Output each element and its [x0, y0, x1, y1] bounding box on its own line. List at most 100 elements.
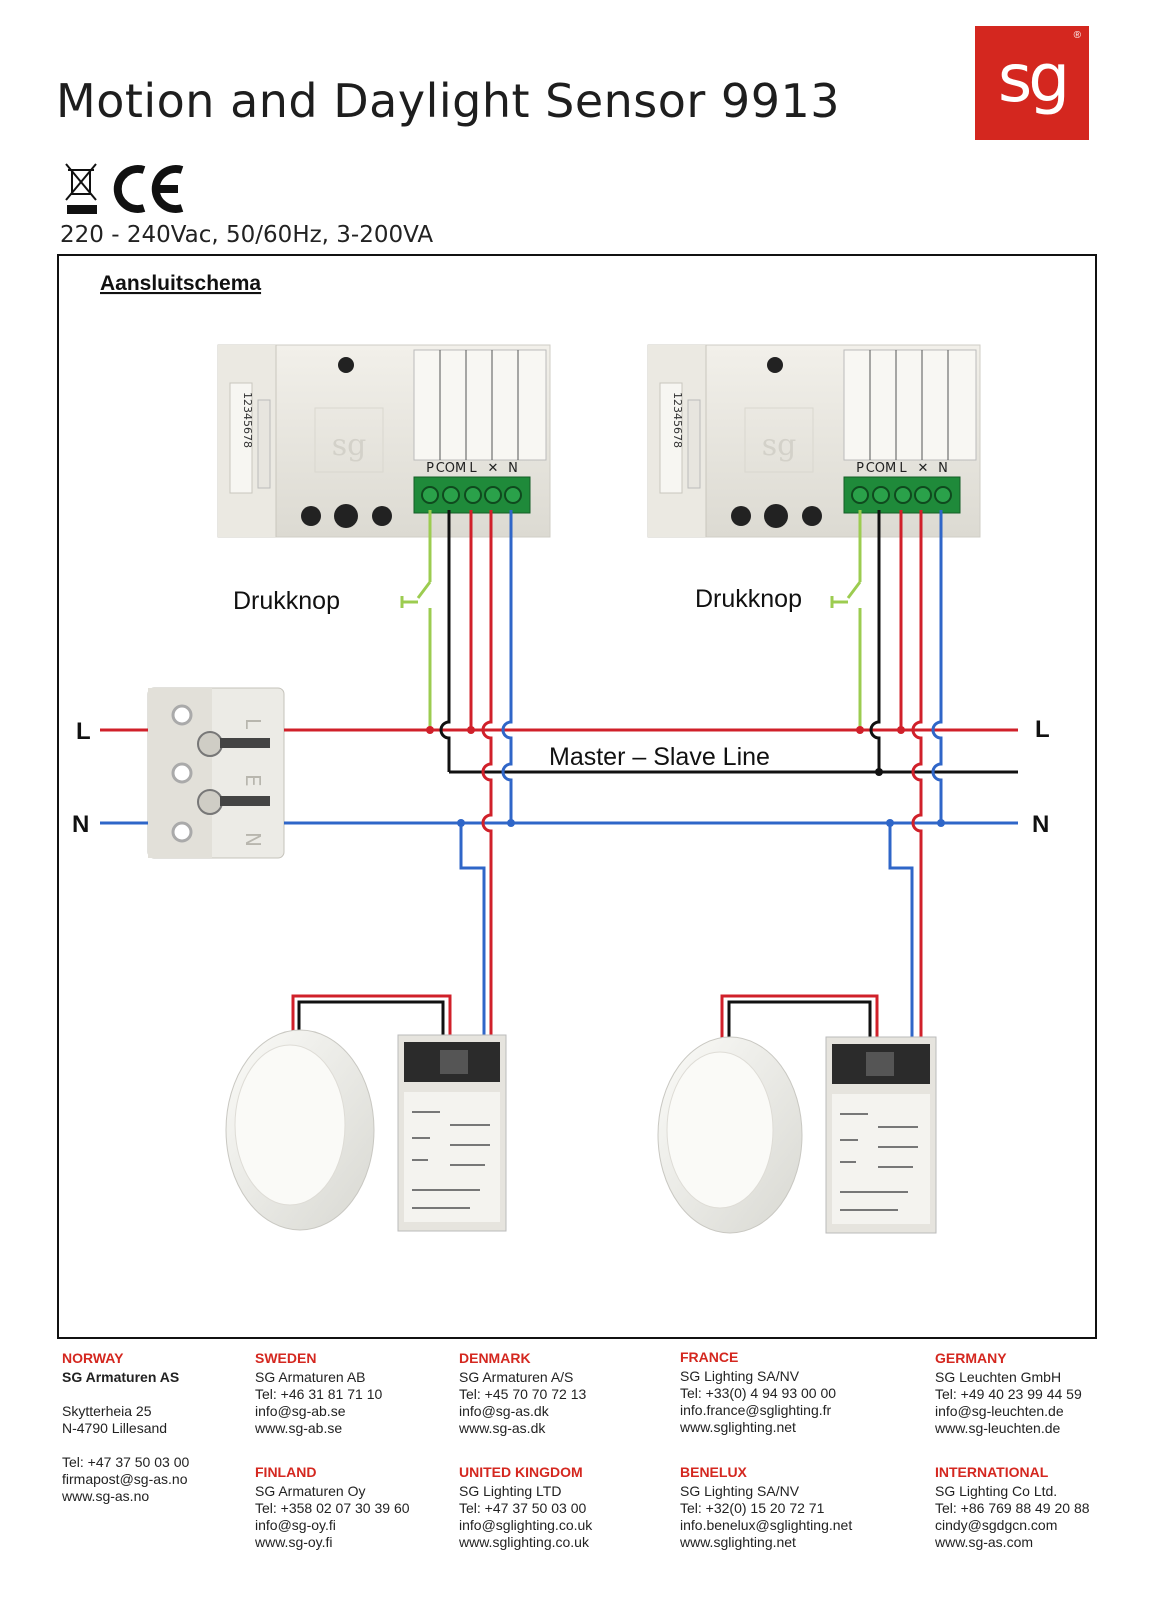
phone-line: Tel: +86 769 88 49 20 88	[935, 1500, 1090, 1516]
wiring-diagram: Aansluitschema 12345678 sg P COM L ✕ N	[57, 254, 1097, 1339]
contact-france: FRANCE SG Lighting SA/NV Tel: +33(0) 4 9…	[680, 1349, 836, 1436]
connector-letter-n: N	[241, 832, 265, 847]
screw-terminals-right	[851, 486, 952, 504]
dip-numbers: 12345678	[671, 392, 684, 448]
terminal-l-label: L	[899, 461, 907, 476]
connector-letter-l: L	[241, 718, 265, 730]
email-link[interactable]: info.france@sglighting.fr	[680, 1402, 832, 1418]
company-name: SG Armaturen A/S	[459, 1369, 574, 1385]
certification-symbols	[65, 163, 184, 214]
pushbutton-label-right: Drukknop	[695, 585, 802, 613]
weee-bin-icon	[65, 163, 97, 214]
right-sensor-wiring	[830, 510, 943, 1060]
sensor-brand-right: sg	[762, 428, 797, 463]
phone-line: Tel: +47 37 50 03 00	[62, 1454, 190, 1470]
connector-letter-e: E	[241, 774, 265, 787]
footer-contacts: NORWAY SG Armaturen AS Skytterheia 25 N-…	[0, 1346, 1165, 1598]
dip-numbers: 12345678	[241, 392, 254, 448]
terminal-n-label: N	[508, 461, 518, 476]
country-heading: FRANCE	[680, 1349, 739, 1365]
electrical-spec: 220 - 240Vac, 50/60Hz, 3-200VA	[60, 222, 434, 248]
address-line: Skytterheia 25	[62, 1403, 152, 1419]
email-link[interactable]: firmapost@sg-as.no	[62, 1471, 188, 1487]
terminal-labels-right: P COM L ✕ N	[856, 461, 948, 476]
ce-mark-icon	[113, 165, 184, 213]
company-name: SG Lighting SA/NV	[680, 1368, 800, 1384]
neutral-label-right: N	[1032, 811, 1049, 838]
junction-dots-left-live	[426, 726, 475, 734]
terminal-block-connector: L E N	[147, 687, 285, 859]
company-name: SG Armaturen Oy	[255, 1483, 366, 1499]
email-link[interactable]: info@sg-oy.fi	[255, 1517, 336, 1533]
country-heading: FINLAND	[255, 1464, 317, 1480]
contact-norway: NORWAY SG Armaturen AS Skytterheia 25 N-…	[62, 1350, 189, 1505]
website-link[interactable]: www.sg-ab.se	[255, 1420, 343, 1436]
terminal-com-label: COM	[866, 461, 897, 476]
terminal-n-label: N	[938, 461, 948, 476]
contact-international: INTERNATIONAL SG Lighting Co Ltd. Tel: +…	[935, 1464, 1090, 1551]
terminal-com-label: COM	[436, 461, 467, 476]
contact-sweden: SWEDEN SG Armaturen AB Tel: +46 31 81 71…	[255, 1350, 382, 1437]
junction-dots-left-neutral	[457, 819, 515, 827]
phone-line: Tel: +33(0) 4 94 93 00 00	[680, 1385, 837, 1401]
terminal-p-label: P	[856, 461, 864, 476]
pushbutton-label-left: Drukknop	[233, 587, 340, 615]
website-link[interactable]: www.sg-as.dk	[459, 1420, 546, 1436]
website-link[interactable]: www.sg-oy.fi	[255, 1534, 333, 1550]
line-label-left: L	[76, 718, 91, 745]
website-link[interactable]: www.sg-leuchten.de	[935, 1420, 1061, 1436]
sg-logo: sg ®	[975, 26, 1089, 140]
website-link[interactable]: www.sglighting.net	[680, 1419, 796, 1435]
left-sensor-wiring	[400, 510, 513, 1060]
diagram-heading: Aansluitschema	[100, 272, 261, 295]
terminal-load-label: ✕	[488, 461, 499, 476]
junction-dot-master-slave	[875, 768, 883, 776]
phone-line: Tel: +358 02 07 30 39 60	[255, 1500, 410, 1516]
country-heading: DENMARK	[459, 1350, 531, 1366]
website-link[interactable]: www.sglighting.net	[680, 1534, 796, 1550]
terminal-labels-left: P COM L ✕ N	[426, 461, 518, 476]
email-link[interactable]: info@sglighting.co.uk	[459, 1517, 593, 1533]
led-driver-left	[397, 1034, 507, 1232]
company-name: SG Lighting LTD	[459, 1483, 562, 1499]
email-link[interactable]: info@sg-as.dk	[459, 1403, 549, 1419]
country-heading: NORWAY	[62, 1350, 124, 1366]
registered-mark: ®	[1073, 30, 1081, 41]
contact-united-kingdom: UNITED KINGDOM SG Lighting LTD Tel: +47 …	[459, 1464, 592, 1551]
phone-line: Tel: +47 37 50 03 00	[459, 1500, 587, 1516]
diagram-frame	[57, 254, 1097, 1339]
website-link[interactable]: www.sg-as.no	[62, 1488, 150, 1504]
screw-terminals-left	[421, 486, 522, 504]
terminal-p-label: P	[426, 461, 434, 476]
company-name: SG Armaturen AS	[62, 1369, 180, 1385]
line-label-right: L	[1035, 716, 1050, 743]
website-link[interactable]: www.sg-as.com	[935, 1534, 1034, 1550]
junction-dots-right-live	[856, 726, 905, 734]
luminaire-right	[657, 994, 879, 1234]
phone-line: Tel: +32(0) 15 20 72 71	[680, 1500, 825, 1516]
phone-line: Tel: +46 31 81 71 10	[255, 1386, 383, 1402]
luminaire-left	[225, 994, 452, 1231]
contact-germany: GERMANY SG Leuchten GmbH Tel: +49 40 23 …	[935, 1350, 1082, 1437]
master-slave-label: Master – Slave Line	[549, 743, 770, 771]
contact-denmark: DENMARK SG Armaturen A/S Tel: +45 70 70 …	[459, 1350, 586, 1437]
led-driver-right	[825, 1036, 937, 1234]
email-link[interactable]: info@sg-leuchten.de	[935, 1403, 1064, 1419]
contact-benelux: BENELUX SG Lighting SA/NV Tel: +32(0) 15…	[680, 1464, 852, 1551]
company-name: SG Armaturen AB	[255, 1369, 366, 1385]
address-line: N-4790 Lillesand	[62, 1420, 168, 1436]
website-link[interactable]: www.sglighting.co.uk	[459, 1534, 589, 1550]
company-name: SG Leuchten GmbH	[935, 1369, 1062, 1385]
email-link[interactable]: info.benelux@sglighting.net	[680, 1517, 853, 1533]
contact-finland: FINLAND SG Armaturen Oy Tel: +358 02 07 …	[255, 1464, 410, 1551]
phone-line: Tel: +45 70 70 72 13	[459, 1386, 587, 1402]
page-title: Motion and Daylight Sensor 9913	[56, 74, 841, 128]
terminal-l-label: L	[469, 461, 477, 476]
email-link[interactable]: cindy@sgdgcn.com	[935, 1517, 1058, 1533]
junction-dots-right-neutral	[886, 819, 945, 827]
country-heading: SWEDEN	[255, 1350, 317, 1366]
email-link[interactable]: info@sg-ab.se	[255, 1403, 346, 1419]
sensor-unit-right: 12345678 sg P COM L ✕ N	[647, 344, 981, 538]
country-heading: BENELUX	[680, 1464, 747, 1480]
country-heading: INTERNATIONAL	[935, 1464, 1049, 1480]
